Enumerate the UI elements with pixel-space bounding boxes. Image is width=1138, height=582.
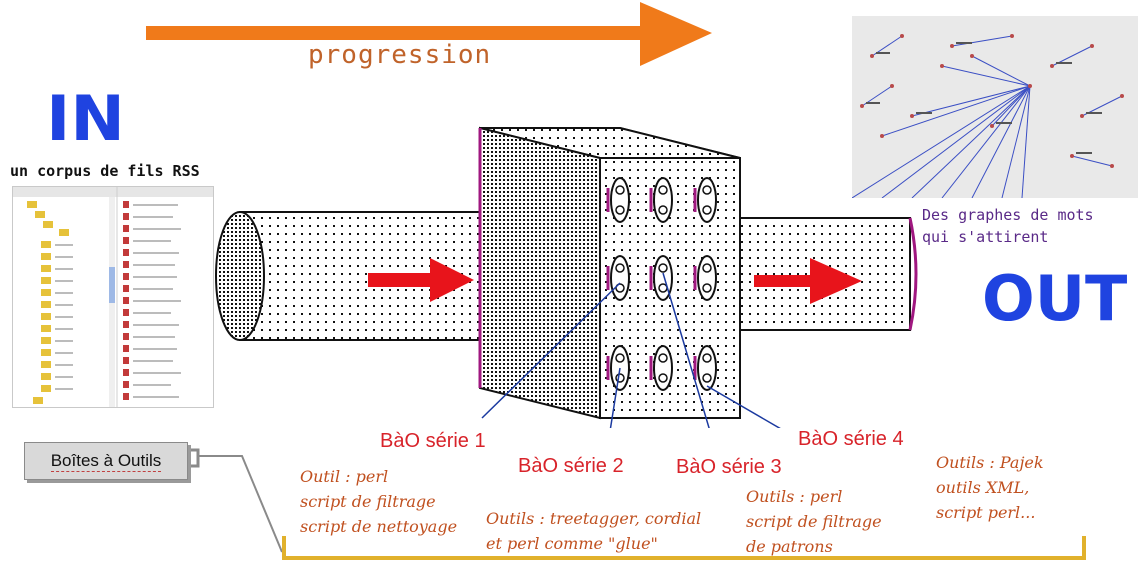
tools-serie-3-line3: de patrons — [746, 537, 833, 556]
toolbox-bracket — [190, 448, 1086, 560]
right-arrow-icon — [368, 258, 474, 302]
tools-serie-4-line2: outils XML, — [936, 478, 1030, 497]
document-icon — [123, 201, 129, 400]
progression-arrow-shaft — [146, 26, 666, 40]
tools-serie-4-line3: script perl... — [936, 503, 1036, 522]
tools-serie-4: Outils : Pajek outils XML, script perl..… — [936, 450, 1044, 525]
graph-caption-line2: qui s'attirent — [922, 228, 1049, 246]
boites-a-outils-label: Boîtes à Outils — [50, 450, 162, 472]
word-graph — [852, 34, 1124, 198]
boites-a-outils-button[interactable]: Boîtes à Outils — [24, 442, 188, 480]
tools-serie-1: Outil : perl script de filtrage script d… — [300, 464, 457, 539]
bao-serie-2-label: BàO série 2 — [518, 455, 624, 477]
tools-serie-2: Outils : treetagger, cordial et perl com… — [486, 506, 701, 556]
bao-serie-1-label: BàO série 1 — [380, 430, 486, 452]
out-title: OUT — [982, 262, 1128, 335]
progression-arrow-head — [640, 2, 712, 66]
graph-caption-line1: Des graphes de mots — [922, 206, 1094, 224]
corpus-label: un corpus de fils RSS — [10, 162, 200, 180]
tools-serie-2-line2: et perl comme "glue" — [486, 534, 658, 553]
rss-file-tree — [13, 187, 213, 407]
progression-label: progression — [308, 40, 492, 70]
progression-arrow — [146, 2, 712, 66]
tools-serie-3-line2: script de filtrage — [746, 512, 882, 531]
in-title: IN — [46, 82, 125, 155]
tools-serie-2-line1: Outils : treetagger, cordial — [486, 509, 702, 528]
tools-serie-3: Outils : perl script de filtrage de patr… — [746, 484, 882, 559]
tools-serie-1-line2: script de filtrage — [300, 492, 436, 511]
bao-pointer-lines — [481, 272, 781, 428]
bao-serie-4-label: BàO série 4 — [798, 428, 904, 450]
tools-serie-3-line1: Outils : perl — [746, 487, 843, 506]
rss-file-tree-panel — [12, 186, 214, 408]
tools-serie-4-line1: Outils : Pajek — [936, 453, 1044, 472]
right-arrow-icon — [754, 258, 862, 304]
folder-icon — [27, 201, 69, 404]
tools-serie-1-line1: Outil : perl — [300, 467, 389, 486]
tools-serie-1-line3: script de nettoyage — [300, 517, 458, 536]
graph-caption: Des graphes de mots qui s'attirent — [922, 204, 1094, 248]
pipeline-diagram — [215, 126, 918, 428]
word-graph-panel — [852, 16, 1138, 198]
bao-serie-3-label: BàO série 3 — [676, 456, 782, 478]
